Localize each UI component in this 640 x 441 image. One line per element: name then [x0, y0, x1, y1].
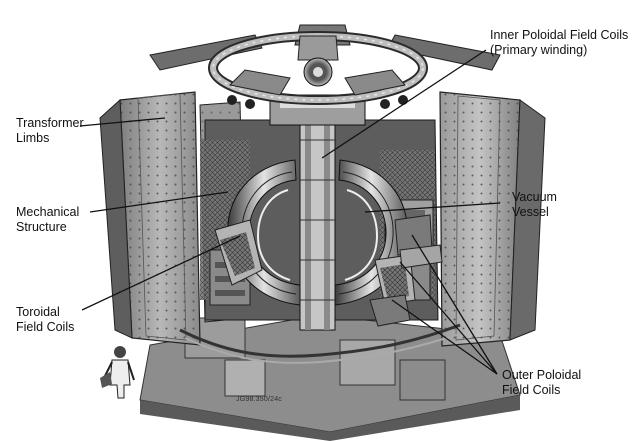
label-outer-poloidal-line2: Field Coils — [502, 383, 561, 397]
leader-vacuum-vessel — [364, 202, 501, 213]
label-vacuum-vessel-line1: Vacuum — [512, 190, 557, 204]
label-inner-poloidal-line1: Inner Poloidal Field Coils — [490, 28, 629, 42]
label-mechanical-structure-line2: Structure — [16, 220, 67, 234]
transformer-limb-right — [439, 91, 546, 347]
leader-lines — [79, 49, 501, 375]
label-transformer-limbs-line1: Transformer — [16, 116, 84, 130]
leader-transformer-limbs — [79, 117, 166, 127]
leader-inner-poloidal — [321, 49, 487, 159]
label-outer-poloidal-line1: Outer Poloidal — [502, 368, 582, 382]
label-transformer-limbs: Transformer Limbs — [16, 116, 84, 146]
transformer-limb-left — [99, 91, 201, 346]
label-inner-poloidal-line2: (Primary winding) — [490, 43, 588, 57]
label-inner-poloidal-field-coils: Inner Poloidal Field Coils (Primary wind… — [490, 28, 628, 58]
label-toroidal-field-coils-line1: Toroidal — [16, 305, 60, 319]
top-ring-header — [208, 31, 428, 109]
label-transformer-limbs-line2: Limbs — [16, 131, 50, 145]
catalog-number: JG98.350/24c — [236, 396, 282, 403]
label-mechanical-structure: Mechanical Structure — [16, 205, 79, 235]
person-scale-figure — [100, 346, 135, 399]
label-outer-poloidal-field-coils: Outer Poloidal Field Coils — [502, 368, 581, 398]
leader-mechanical-structure — [89, 191, 229, 213]
leader-outer-poloidal-3 — [391, 299, 498, 375]
leader-outer-poloidal-2 — [399, 261, 498, 375]
label-toroidal-field-coils-line2: Field Coils — [16, 320, 75, 334]
label-vacuum-vessel-line2: Vessel — [512, 205, 549, 219]
lower-pipework — [179, 323, 463, 364]
leader-outer-poloidal-1 — [411, 234, 498, 375]
label-toroidal-field-coils: Toroidal Field Coils — [16, 305, 74, 335]
label-mechanical-structure-line1: Mechanical — [16, 205, 80, 219]
outer-poloidal-field-coils — [369, 214, 443, 327]
label-vacuum-vessel: Vacuum Vessel — [512, 190, 557, 220]
leader-toroidal-field-coils — [81, 235, 241, 311]
toroidal-field-coils — [214, 219, 416, 306]
